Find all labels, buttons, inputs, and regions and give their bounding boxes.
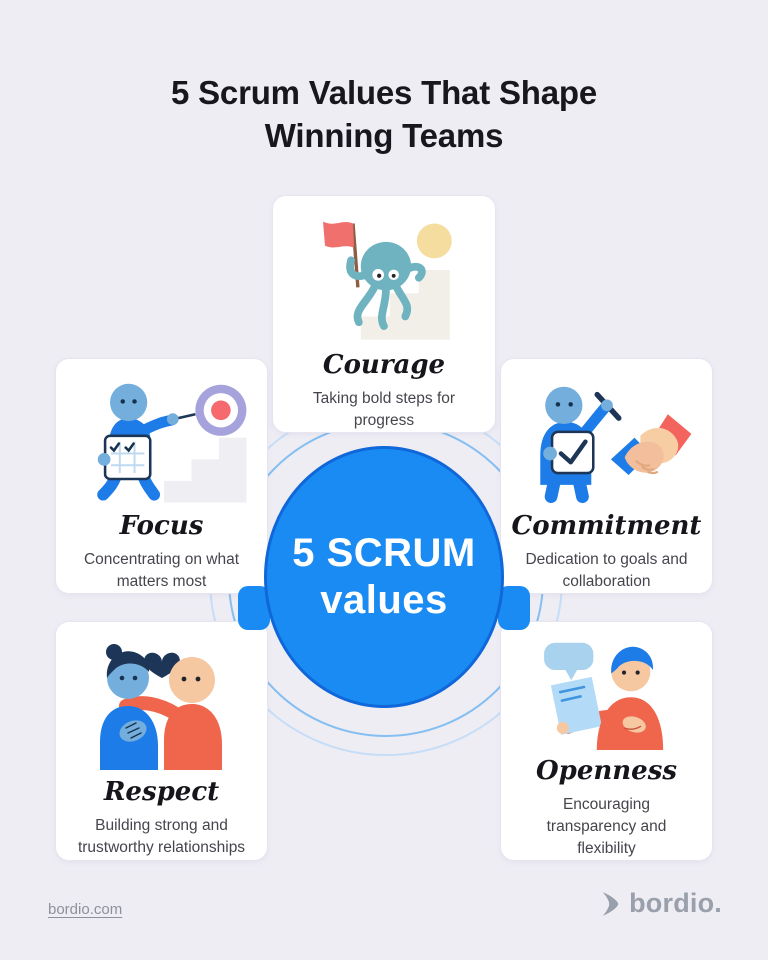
handshake-icon — [610, 414, 691, 476]
courage-illustration octopus-flag-icon — [323, 221, 452, 340]
bordio-chevron-icon — [602, 891, 619, 916]
handshake-hand-dark — [624, 441, 664, 473]
right-person-arm — [118, 696, 183, 721]
checkbox-board-icon — [550, 430, 595, 475]
card-commitment-title: Commitment — [511, 511, 702, 542]
person-hand — [166, 413, 179, 426]
card-respect: Respect Building strong and trustworthy … — [55, 621, 268, 861]
bordio-website-link[interactable]: bordio.com — [48, 901, 123, 918]
card-commitment-description: Dedication to goals and collaboration — [525, 551, 688, 590]
person-hand-left — [97, 452, 110, 466]
person-head — [109, 383, 147, 422]
person-hand-holding-doc — [556, 721, 569, 734]
page-title: 5 Scrum Values That Shape Winning Teams — [0, 72, 768, 158]
card-focus-description: Concentrating on what matters most — [83, 551, 240, 590]
card-respect-description: Building strong and trustworthy relation… — [77, 816, 246, 856]
right-connector-tab — [498, 586, 530, 630]
sun-icon — [416, 223, 452, 259]
openness-illustration person-document-icon — [543, 642, 663, 751]
card-courage: Courage Taking bold steps for progress — [272, 195, 496, 433]
left-person-hair — [106, 651, 149, 678]
card-focus: Focus Concentrating on what matters most — [55, 358, 268, 594]
bordio-logo-text: bordio. — [629, 888, 722, 918]
bordio-logo: bordio. — [600, 888, 722, 919]
card-openness: Openness Encouraging transparency and fl… — [500, 621, 713, 861]
person-hand-left — [542, 446, 557, 461]
left-person-head — [106, 657, 149, 699]
card-openness-description: Encouraging transparency and flexibility — [546, 796, 667, 857]
card-courage-description: Taking bold steps for progress — [312, 390, 456, 429]
person-legs — [544, 476, 589, 504]
page-title-line1: 5 Scrum Values That Shape — [171, 74, 597, 112]
checklist-board-icon — [103, 434, 152, 481]
person-hair — [610, 646, 653, 674]
center-circle-line2: values — [320, 578, 448, 622]
person-hand — [600, 399, 613, 412]
respect-illustration two-people-heart-icon — [99, 644, 222, 770]
center-circle: 5 SCRUM values — [264, 446, 504, 708]
octopus-head — [360, 241, 412, 291]
right-person-head — [168, 657, 215, 703]
document-icon — [550, 676, 602, 735]
card-focus-title: Focus — [119, 511, 204, 542]
page-title-line2: Winning Teams — [264, 117, 504, 154]
card-openness-title: Openness — [536, 756, 677, 787]
flag-icon — [323, 221, 355, 248]
card-respect-title: Respect — [103, 777, 220, 807]
speech-bubble-icon — [543, 642, 593, 681]
target-icon — [194, 384, 246, 436]
stairs-shape — [163, 437, 246, 503]
commitment-illustration handshake-icon — [539, 386, 691, 504]
person-head — [544, 386, 582, 425]
center-circle-line1: 5 SCRUM — [292, 530, 476, 575]
card-courage-title: Courage — [322, 350, 446, 381]
focus-illustration dart-target-icon — [96, 383, 246, 503]
card-commitment: Commitment Dedication to goals and colla… — [500, 358, 713, 594]
